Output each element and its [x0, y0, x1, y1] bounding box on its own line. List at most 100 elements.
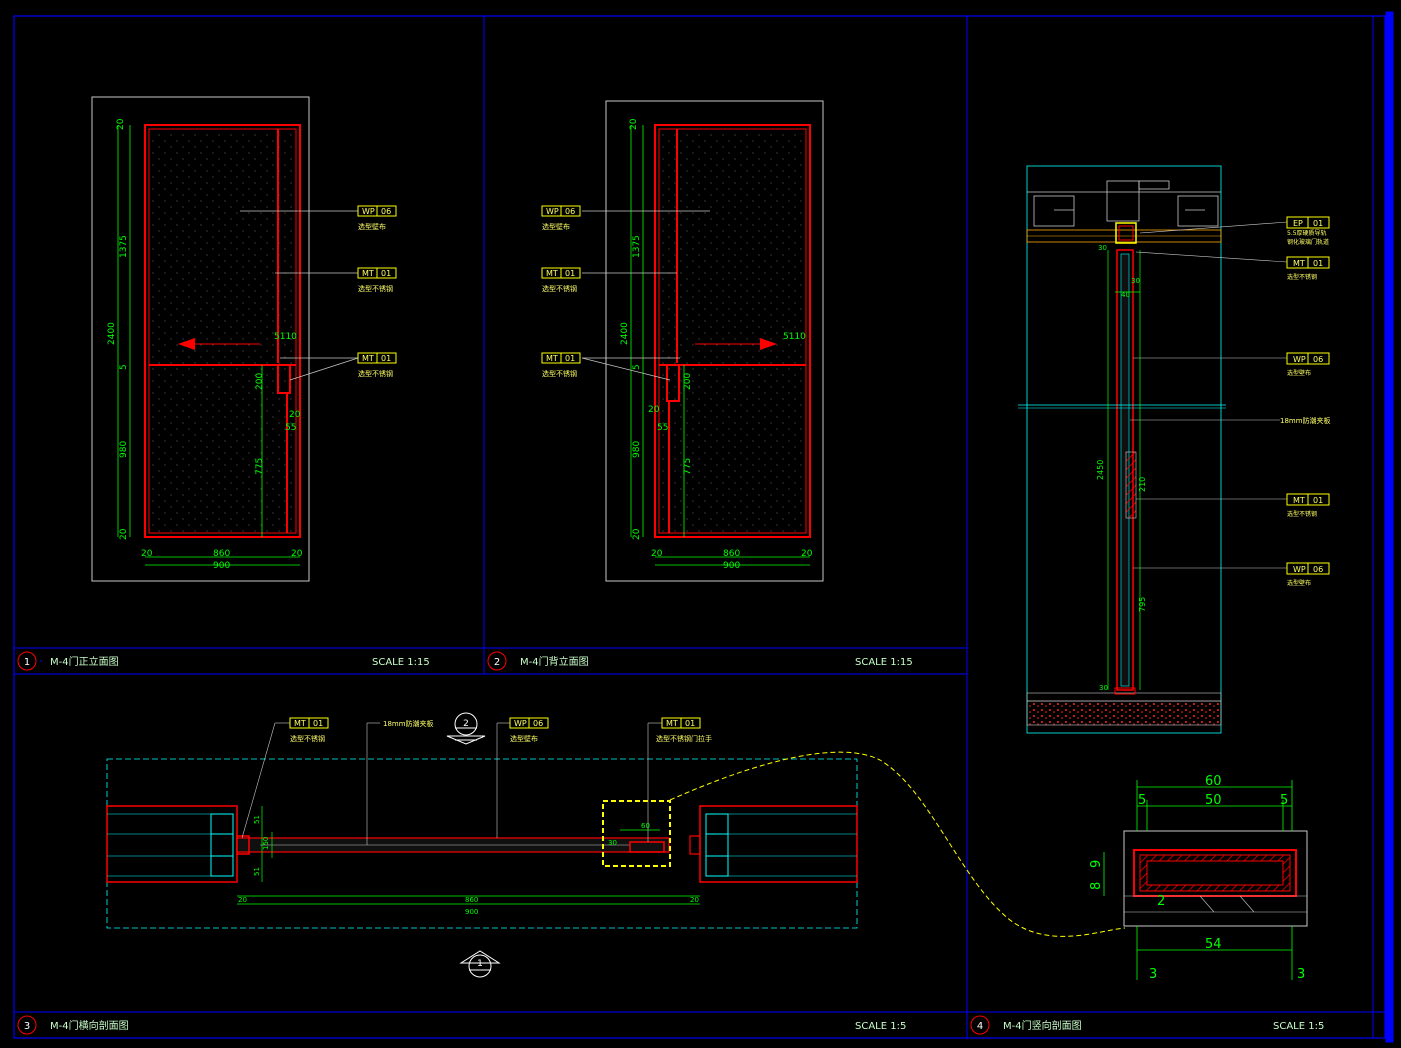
- dim-210: 210: [1138, 477, 1147, 492]
- dim-40: 40: [1121, 291, 1130, 299]
- back-elevation: 20 1375 2400 5 980 20 20 860 20 900 200 …: [541, 100, 824, 582]
- panel-number: 2: [494, 657, 500, 668]
- dim-mid: 5: [632, 364, 642, 370]
- dim-20: 20: [289, 410, 301, 420]
- panel-number: 4: [977, 1021, 983, 1032]
- dim-total: 2400: [107, 322, 117, 345]
- tag-code: MT: [1293, 496, 1305, 505]
- tag-num: 01: [1313, 496, 1323, 505]
- tag-wp06: WP 06 选型壁布: [509, 717, 549, 743]
- dim-20: 20: [648, 405, 660, 415]
- dim-775: 775: [683, 458, 693, 475]
- tag-mt01-b: MT 01 选型不锈钢: [541, 352, 581, 378]
- tag-note: 选型不锈钢: [1287, 510, 1317, 518]
- dim-3: 3: [1297, 967, 1305, 982]
- dim-860: 860: [465, 896, 478, 904]
- panel-scale: SCALE 1:5: [855, 1021, 906, 1032]
- dim-30: 30: [1098, 244, 1107, 252]
- tag-note: 选型壁布: [1287, 579, 1311, 587]
- tag-code: WP: [546, 207, 559, 216]
- marker-label: 2: [463, 719, 469, 729]
- tag-code: EP: [1293, 219, 1303, 228]
- dim-5: 5: [1280, 793, 1288, 808]
- dim-55: 55: [657, 423, 668, 433]
- dim-w-mid: 860: [723, 549, 740, 559]
- dim-9: 9: [1089, 860, 1104, 868]
- panel-scale: SCALE 1:5: [1273, 1021, 1324, 1032]
- dim-54: 54: [1205, 937, 1222, 952]
- dim-5110: 5110: [783, 332, 806, 342]
- tag-num: 01: [381, 354, 391, 363]
- tag-code: MT: [362, 354, 374, 363]
- dim-2450: 2450: [1096, 460, 1105, 480]
- tag-num: 01: [1313, 259, 1323, 268]
- tag-note: 选型壁布: [358, 222, 386, 231]
- detail-callout-box: [602, 800, 671, 867]
- panel-title: M-4门竖向剖面图: [1003, 1019, 1082, 1032]
- tag-note: 选型壁布: [542, 222, 570, 231]
- tag-code: MT: [1293, 259, 1305, 268]
- tag-note: 5.5厚硬质导轨: [1287, 229, 1327, 237]
- note-18mm: 18mm防潮夹板: [1280, 416, 1331, 425]
- tag-note: 选型不锈钢: [542, 369, 577, 378]
- dim-w-right: 20: [291, 549, 303, 559]
- dim-55: 55: [285, 423, 296, 433]
- dim-bottom: 20: [119, 528, 129, 540]
- dim-w-right: 20: [801, 549, 813, 559]
- tag-mt01-mid: MT 01 选型不锈钢: [1286, 493, 1330, 518]
- tag-code: WP: [362, 207, 375, 216]
- tag-wp06-a: WP 06 选型壁布: [1286, 352, 1330, 377]
- dim-30: 30: [608, 839, 617, 847]
- tag-code: MT: [362, 269, 374, 278]
- tag-num: 06: [565, 207, 575, 216]
- dim-150: 150: [262, 837, 270, 850]
- dim-20: 20: [690, 896, 699, 904]
- tag-num: 01: [1313, 219, 1323, 228]
- dim-w-mid: 860: [213, 549, 230, 559]
- panel-title-4: 4 M-4门竖向剖面图 SCALE 1:5: [970, 1015, 1324, 1035]
- dim-5: 5: [1138, 793, 1146, 808]
- panel-title-3: 3 M-4门横向剖面图 SCALE 1:5: [17, 1015, 906, 1035]
- tag-num: 01: [313, 719, 323, 728]
- detail-link-curve: [669, 751, 1126, 937]
- tag-code: MT: [546, 269, 558, 278]
- panel-title-1: 1 M-4门正立面图 SCALE 1:15: [17, 651, 430, 671]
- tag-wp06-b: WP 06 选型壁布: [1286, 562, 1330, 587]
- tag-num: 01: [381, 269, 391, 278]
- tag-wp06: WP 06 选型壁布: [357, 205, 397, 231]
- tag-note: 选型不锈钢: [542, 284, 577, 293]
- dim-top: 20: [116, 118, 126, 130]
- dim-900: 900: [465, 908, 478, 916]
- dim-upper: 1375: [632, 235, 642, 258]
- tag-mt01-handle: MT 01 选型不锈钢门拉手: [656, 717, 712, 743]
- tag-note: 选型壁布: [510, 734, 538, 743]
- dim-200: 200: [255, 373, 265, 390]
- tag-mt01-b: MT 01 选型不锈钢: [357, 352, 397, 378]
- panel-title: M-4门正立面图: [50, 655, 119, 668]
- tag-note: 选型不锈钢: [358, 369, 393, 378]
- panel-scale: SCALE 1:15: [855, 657, 913, 668]
- tag-note: 选型不锈钢: [358, 284, 393, 293]
- dim-w-left: 20: [141, 549, 153, 559]
- dim-50: 50: [1205, 793, 1222, 808]
- dim-30: 30: [1099, 684, 1108, 692]
- tag-code: MT: [294, 719, 306, 728]
- panel-scale: SCALE 1:15: [372, 657, 430, 668]
- dim-upper: 1375: [119, 235, 129, 258]
- dim-5110: 5110: [274, 332, 297, 342]
- tag-code: WP: [1293, 565, 1306, 574]
- tag-num: 06: [533, 719, 543, 728]
- tag-note: 选型不锈钢门拉手: [656, 734, 712, 743]
- dim-w-total: 900: [723, 561, 740, 571]
- section-marker-bottom: 1: [459, 950, 501, 978]
- panel-title: M-4门背立面图: [520, 655, 589, 668]
- front-elevation: 20 1375 2400 5 980 20 20 860 20 900 200 …: [91, 96, 397, 582]
- section-marker-top: 2: [446, 712, 486, 745]
- tag-note: 选型不锈钢: [290, 734, 325, 743]
- dim-w-left: 20: [651, 549, 663, 559]
- vertical-section: 2450 210 795 30 30 40 30 EP 01 5.5厚硬质导轨 …: [1018, 165, 1331, 734]
- dim-60: 60: [1205, 774, 1222, 789]
- tag-mt01-a: MT 01 选型不锈钢: [541, 267, 581, 293]
- enlarged-detail: 60 50 5 5 54 3 3 8 9 2: [1089, 774, 1308, 982]
